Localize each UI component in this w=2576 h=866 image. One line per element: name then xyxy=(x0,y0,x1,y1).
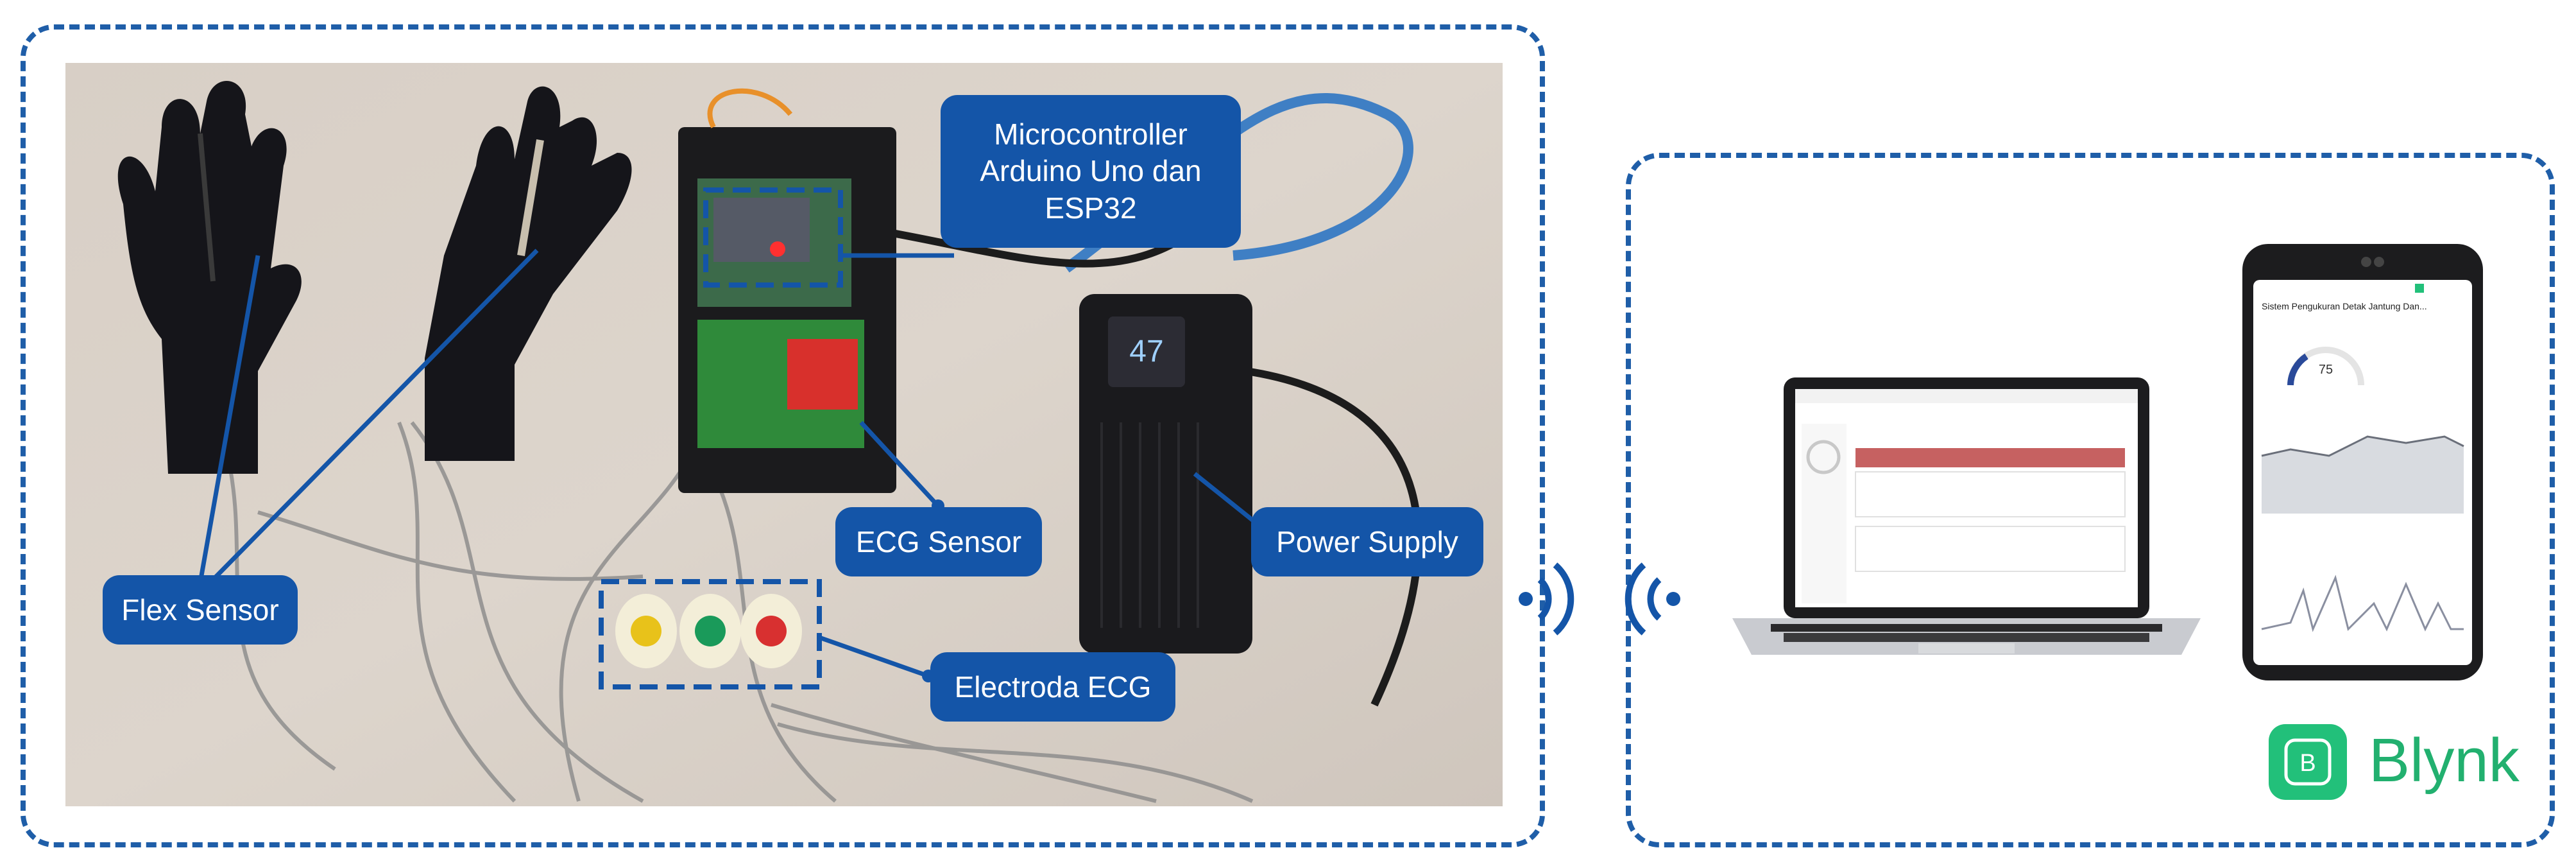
power-supply-callout: Power Supply xyxy=(1251,507,1483,576)
right-glove xyxy=(425,86,632,461)
microcontroller-label-line3: ESP32 xyxy=(1045,191,1137,225)
ecg-sensor-board xyxy=(787,339,858,410)
mcu-highlight-box xyxy=(703,187,843,288)
blynk-logo-mark: B xyxy=(2284,738,2332,786)
blynk-logo-letter: B xyxy=(2299,750,2316,777)
microcontroller-label-line1: Microcontroller xyxy=(994,117,1188,151)
monitoring-frame xyxy=(1626,153,2555,847)
left-glove xyxy=(117,80,302,474)
pointer-arrows xyxy=(198,248,1261,679)
electroda-ecg-label: Electroda ECG xyxy=(954,670,1152,704)
laptop xyxy=(1732,377,2201,655)
power-bank-readout: 47 xyxy=(1129,334,1163,368)
flex-strip-right xyxy=(517,139,544,256)
ecg-sensor-callout: ECG Sensor xyxy=(835,507,1042,576)
hardware-frame xyxy=(21,24,1545,847)
power-bank-display xyxy=(1108,316,1185,387)
blynk-logo-icon: B xyxy=(2269,724,2347,800)
power-bank-grooves xyxy=(1100,422,1199,628)
electrode-highlight-box xyxy=(599,579,822,689)
ecg-electrodes xyxy=(615,594,802,668)
monitoring-devices: Sistem Pengukuran Detak Jantung Dan... 7… xyxy=(1726,244,2496,706)
phone-gauge-value: 75 xyxy=(2319,363,2333,377)
microcontroller-callout: Microcontroller Arduino Uno dan ESP32 xyxy=(941,95,1241,248)
microcontroller-label-line2: Arduino Uno dan xyxy=(980,154,1202,188)
jumper-wires xyxy=(707,88,793,128)
power-supply-label: Power Supply xyxy=(1276,525,1458,559)
flex-sensor-callout: Flex Sensor xyxy=(103,575,298,645)
ecg-sensor-label: ECG Sensor xyxy=(855,525,1022,559)
electroda-ecg-callout: Electroda ECG xyxy=(930,652,1175,722)
status-led xyxy=(770,241,785,257)
phone-dashboard-title: Sistem Pengukuran Detak Jantung Dan... xyxy=(2262,301,2427,311)
hardware-photo: 47 xyxy=(65,63,1503,806)
devices-drawing: Sistem Pengukuran Detak Jantung Dan... 7… xyxy=(1732,244,2483,680)
wireless-signal-right-icon xyxy=(1625,562,1680,636)
flex-sensor-label: Flex Sensor xyxy=(121,593,279,627)
blynk-wordmark: Blynk xyxy=(2369,726,2520,795)
power-cable xyxy=(1245,367,1422,707)
wireless-signal-left-icon xyxy=(1519,562,1574,636)
esp32-board xyxy=(713,198,810,262)
flex-strip-left xyxy=(198,133,216,282)
smartphone: Sistem Pengukuran Detak Jantung Dan... 7… xyxy=(2242,244,2483,680)
hardware-photo-drawing: 47 xyxy=(65,63,1503,806)
